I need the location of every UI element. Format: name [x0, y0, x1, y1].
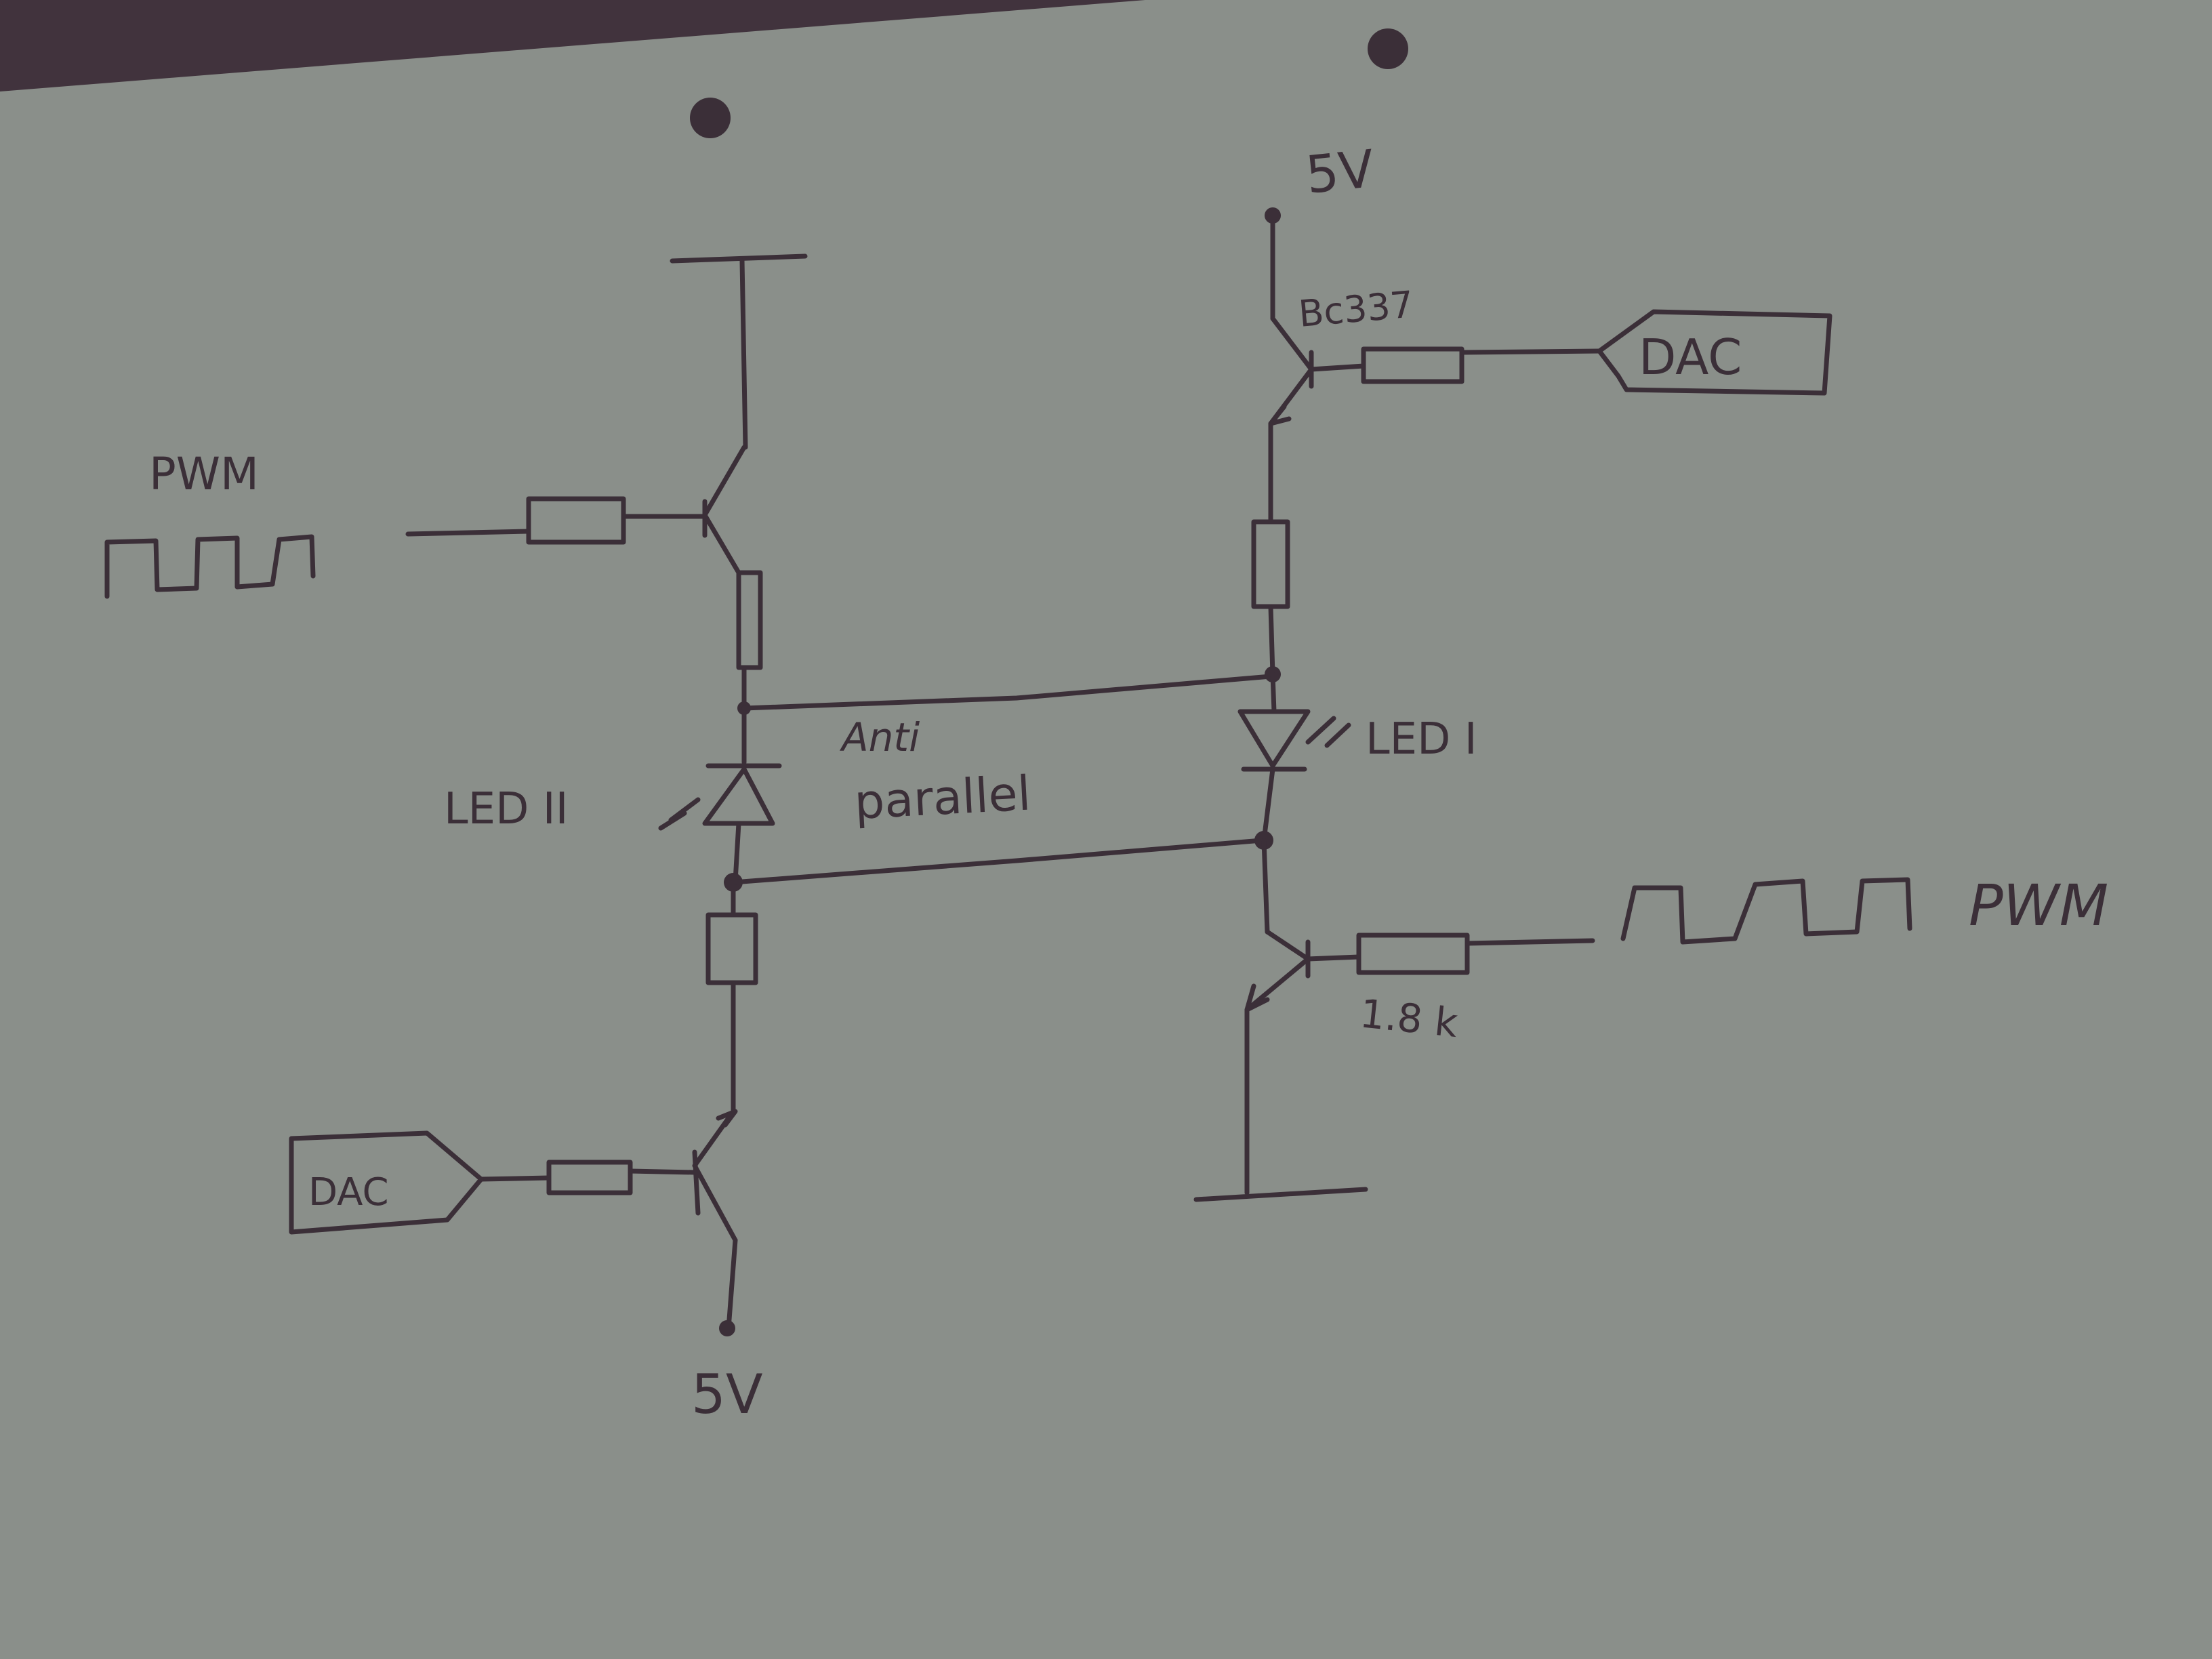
wire	[1305, 954, 1361, 962]
wire	[1261, 838, 1270, 935]
dac-box-top	[1597, 309, 1832, 396]
paper-hole	[690, 98, 731, 138]
resistor-symbol	[1251, 519, 1290, 609]
transistor-symbol	[692, 1109, 738, 1243]
pwm-waveform-left	[104, 534, 316, 599]
label-5v-top: 5V	[1303, 138, 1377, 205]
label-parallel: parallel	[853, 765, 1032, 830]
wire	[1309, 363, 1366, 372]
wire	[1270, 672, 1277, 714]
led-ii-symbol	[702, 766, 775, 826]
resistor-symbol	[705, 912, 758, 985]
label-dac-bottom: DAC	[308, 1170, 389, 1214]
wire	[478, 1175, 552, 1182]
label-dac-top: DAC	[1639, 329, 1742, 386]
transistor-symbol	[1244, 929, 1311, 1012]
wire	[1268, 604, 1275, 677]
label-led-i: LED I	[1366, 714, 1477, 764]
led-i-symbol	[1237, 709, 1311, 769]
label-pwm-left: PWM	[149, 448, 259, 500]
paper-hole	[1368, 28, 1408, 69]
resistor-symbol	[526, 496, 626, 545]
anti-parallel-wire-bottom	[731, 838, 1265, 885]
anti-parallel-wire-top	[741, 674, 1273, 711]
label-bc337: Bc337	[1297, 283, 1416, 335]
background-shadow-band	[0, 0, 1145, 91]
dac-box-bottom	[289, 1130, 484, 1235]
wire	[733, 821, 741, 884]
wire	[1459, 348, 1602, 355]
top-rail-wire	[670, 253, 808, 264]
transistor-symbol	[702, 445, 747, 575]
resistor-symbol	[1361, 346, 1465, 384]
wire	[405, 529, 531, 537]
wire	[739, 258, 748, 450]
wire	[726, 1237, 738, 1331]
wire	[1465, 938, 1595, 946]
label-led-ii: LED II	[444, 784, 568, 834]
terminal-dot	[719, 1320, 735, 1336]
right-branch	[1193, 207, 1912, 1202]
resistor-symbol	[546, 1160, 633, 1195]
pwm-waveform-right	[1620, 877, 1912, 945]
label-resistor-value: 1.8 k	[1358, 990, 1460, 1046]
ground-rail-wire	[1193, 1187, 1368, 1202]
left-branch	[104, 253, 808, 1336]
resistor-symbol	[736, 570, 763, 670]
label-5v-bottom: 5V	[691, 1363, 763, 1426]
light-emission-arrows	[658, 797, 701, 831]
label-pwm-right: PWM	[1969, 872, 2108, 939]
resistor-symbol	[1356, 933, 1470, 975]
light-emission-arrows	[1305, 716, 1351, 748]
label-anti: Anti	[839, 714, 920, 760]
wire	[1261, 766, 1275, 843]
wire	[628, 1168, 697, 1175]
